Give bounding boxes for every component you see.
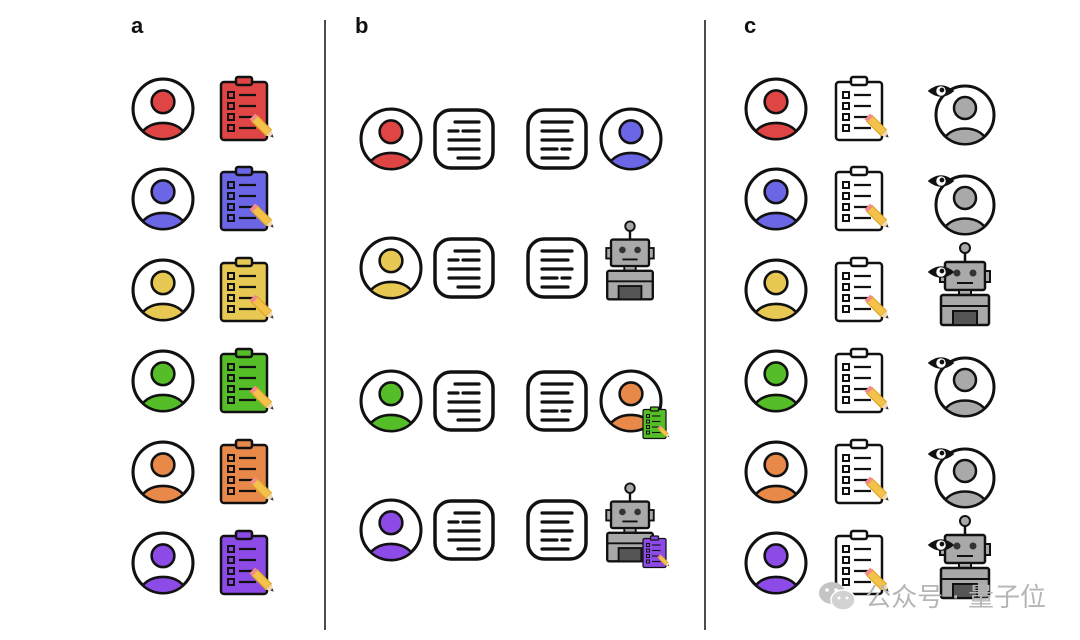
message-icon [433, 108, 495, 170]
panel-c-row [744, 242, 991, 327]
person-icon [359, 107, 423, 171]
person-icon [359, 236, 423, 300]
panel-b-row [359, 107, 663, 171]
panel-c [744, 75, 996, 600]
person-icon [744, 349, 808, 413]
person-icon [744, 531, 808, 595]
pencil-icon [864, 567, 889, 592]
pencil-icon [864, 476, 889, 501]
robot-icon [605, 220, 655, 301]
person-icon [359, 498, 423, 562]
person-icon [934, 447, 996, 509]
pencil-icon [249, 113, 274, 138]
panel-dividers [324, 20, 706, 630]
pencil-icon [249, 385, 274, 410]
clipboard-icon [834, 256, 889, 323]
panel-b-row [359, 482, 670, 569]
clipboard-icon [219, 256, 274, 323]
clipboard-icon [834, 75, 889, 142]
person-icon [131, 349, 195, 413]
clipboard-icon [834, 165, 889, 232]
message-icon [433, 499, 495, 561]
pencil-icon [249, 476, 274, 501]
person-icon [599, 107, 663, 171]
pencil-icon [864, 294, 889, 319]
panel-b-row [359, 369, 670, 440]
pencil-icon [249, 294, 274, 319]
eye-icon [927, 448, 955, 460]
panel-a-row [131, 75, 274, 142]
panel-c-row [744, 165, 996, 236]
robot-icon [939, 242, 991, 327]
person-icon [934, 84, 996, 146]
person-icon [744, 258, 808, 322]
pencil-icon [864, 113, 889, 138]
pencil-icon [249, 567, 274, 592]
clipboard-icon [219, 529, 274, 596]
panel-b [359, 107, 670, 569]
panel-a-row [131, 529, 274, 596]
person-icon [744, 167, 808, 231]
person-icon [934, 356, 996, 418]
message-icon [433, 370, 495, 432]
panel-label-b: b [355, 13, 369, 38]
clipboard-icon [219, 347, 274, 414]
panel-label-c: c [744, 13, 757, 38]
panel-a [131, 75, 274, 596]
eye-icon [927, 266, 955, 278]
person-icon [744, 440, 808, 504]
clipboard-icon [834, 347, 889, 414]
eye-icon [927, 539, 955, 551]
clipboard-icon [834, 438, 889, 505]
message-icon [526, 499, 588, 561]
person-icon [744, 77, 808, 141]
message-icon [526, 108, 588, 170]
panel-a-row [131, 347, 274, 414]
watermark-text: 公众号 · 量子位 [865, 583, 1046, 613]
person-icon [131, 440, 195, 504]
panel-c-row [744, 438, 996, 509]
clipboard-icon [642, 406, 670, 440]
panel-c-row [744, 347, 996, 418]
panel-a-row [131, 165, 274, 232]
clipboard-icon [219, 75, 274, 142]
message-icon [526, 237, 588, 299]
pencil-icon [657, 425, 670, 438]
pencil-icon [864, 203, 889, 228]
watermark: 公众号 · 量子位 [817, 577, 1046, 614]
panel-a-row [131, 438, 274, 505]
pencil-icon [249, 203, 274, 228]
message-icon [526, 370, 588, 432]
panel-label-a: a [131, 13, 144, 38]
eye-icon [927, 357, 955, 369]
person-icon [934, 174, 996, 236]
person-icon [131, 258, 195, 322]
pencil-icon [864, 385, 889, 410]
clipboard-icon [219, 438, 274, 505]
panel-c-row [744, 75, 996, 146]
person-icon [131, 167, 195, 231]
wechat-icon [819, 581, 856, 611]
panel-b-row [359, 220, 655, 301]
pencil-icon [657, 554, 670, 567]
robot-icon [939, 515, 991, 600]
clipboard-icon [219, 165, 274, 232]
panel-a-row [131, 256, 274, 323]
clipboard-icon [642, 535, 670, 569]
person-icon [131, 531, 195, 595]
person-icon [131, 77, 195, 141]
eye-icon [927, 85, 955, 97]
person-icon [359, 369, 423, 433]
clipboard-icon [834, 529, 889, 596]
eye-icon [927, 175, 955, 187]
message-icon [433, 237, 495, 299]
